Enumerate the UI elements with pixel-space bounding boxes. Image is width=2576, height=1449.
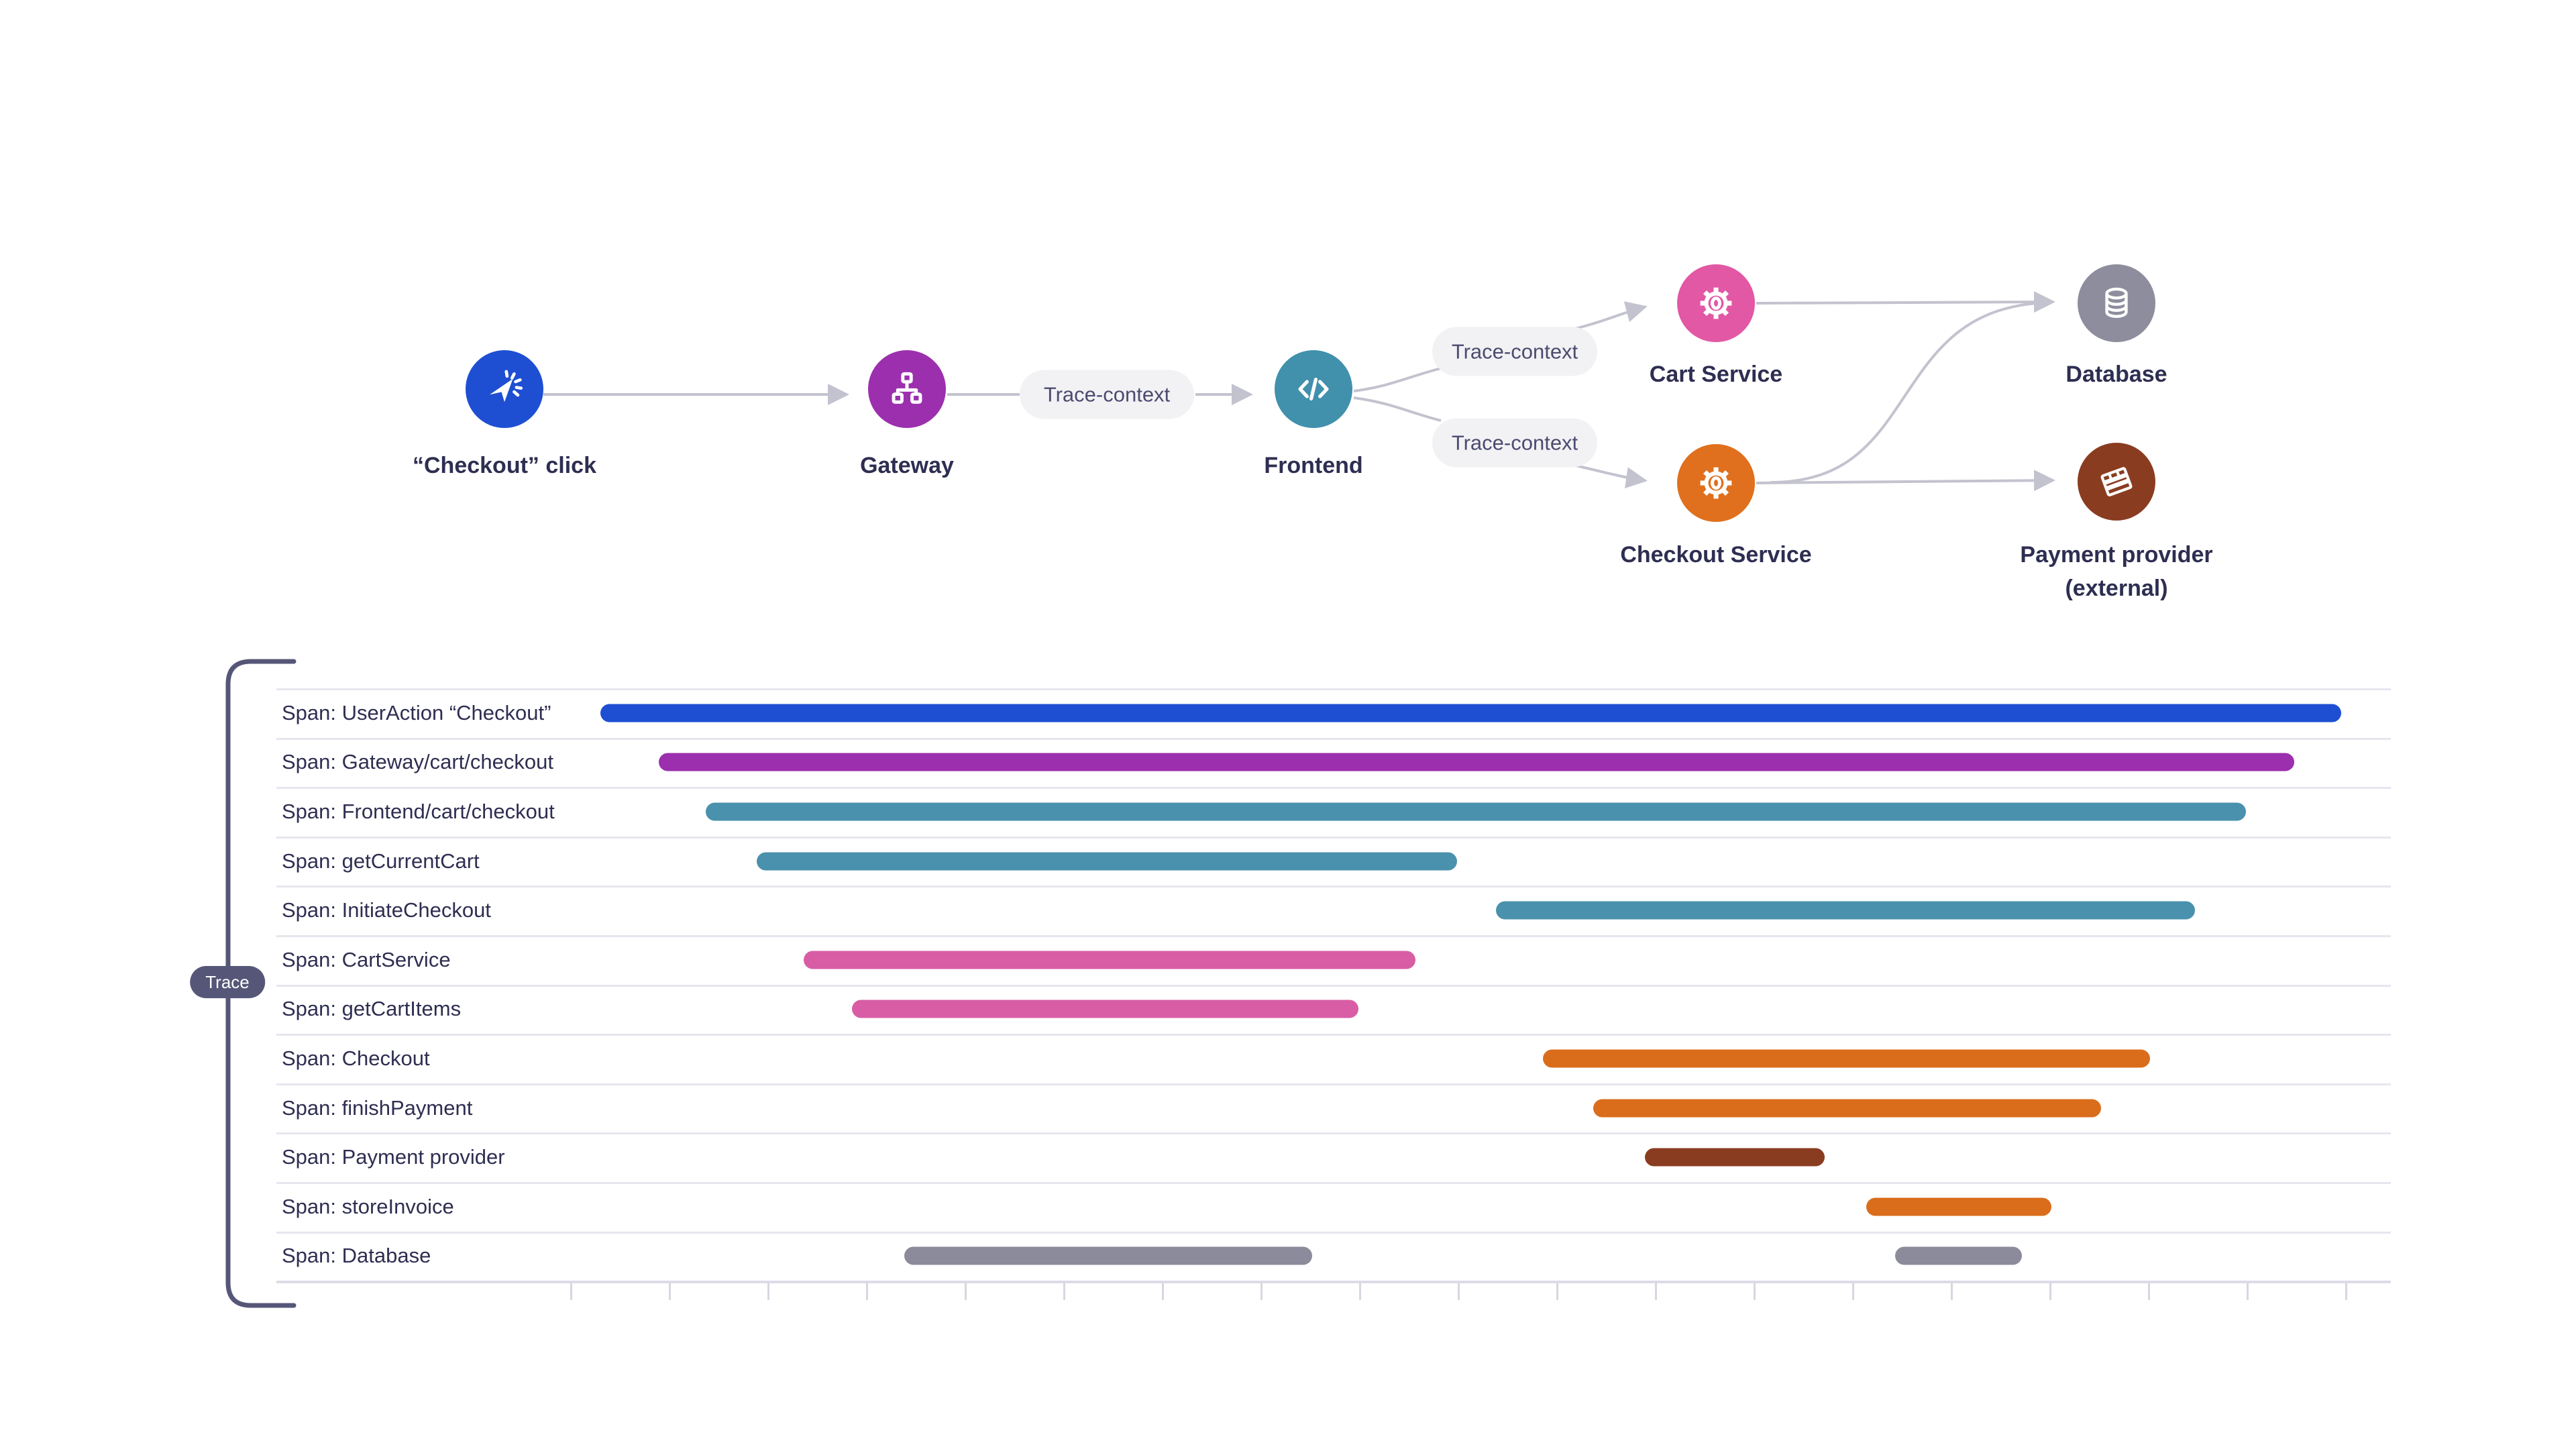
- span-bar: [1593, 1099, 2101, 1118]
- node-label-cart-service: Cart Service: [1650, 358, 1782, 391]
- edge-cart-service-to-database: [1756, 291, 2055, 313]
- node-gateway: [868, 350, 946, 428]
- span-bar: [1866, 1197, 2051, 1216]
- node-label-text: Database: [2065, 362, 2167, 387]
- gear-icon: [1700, 467, 1732, 499]
- chart-row-line: [276, 1231, 2391, 1234]
- node-label-database: Database: [2065, 358, 2167, 391]
- banknotes-icon: [2100, 467, 2133, 496]
- node-label-text: Frontend: [1264, 453, 1363, 478]
- edge-frontend-to-trace-context-3: [1353, 396, 1442, 422]
- edge-checkout-service-to-payment-provider: [1756, 470, 2055, 492]
- axis-tick: [1359, 1283, 1361, 1301]
- chart-baseline: [276, 1281, 2391, 1284]
- edge-checkout-service-to-database: [1770, 301, 2048, 484]
- axis-tick: [1754, 1283, 1756, 1301]
- span-bar: [1895, 1246, 2022, 1265]
- axis-tick: [965, 1283, 967, 1301]
- axis-tick: [1556, 1283, 1558, 1301]
- axis-tick: [1260, 1283, 1263, 1301]
- node-frontend: [1275, 350, 1352, 428]
- axis-tick: [1162, 1283, 1164, 1301]
- span-bar: [804, 951, 1415, 969]
- axis-tick: [2148, 1283, 2150, 1301]
- node-database: [2078, 264, 2155, 342]
- node-label-subtext: (external): [2065, 576, 2168, 601]
- chart-row-line: [276, 1132, 2391, 1135]
- span-label: Span: getCurrentCart: [282, 849, 480, 873]
- axis-tick: [2247, 1283, 2249, 1301]
- chart-row-line: [276, 688, 2391, 690]
- span-bar: [904, 1246, 1312, 1265]
- span-bar: [706, 802, 2246, 821]
- database-icon: [2105, 287, 2128, 318]
- chart-row-line: [276, 885, 2391, 888]
- chart-row-line: [276, 737, 2391, 740]
- axis-tick: [570, 1283, 572, 1301]
- span-label: Span: Database: [282, 1244, 431, 1268]
- span-bar: [1496, 901, 2195, 920]
- span-bar: [757, 852, 1457, 871]
- sitemap-icon: [892, 372, 922, 404]
- node-label-checkout-service: Checkout Service: [1620, 538, 1811, 572]
- node-cart-service: [1677, 264, 1755, 342]
- node-label-text: Payment provider: [2020, 542, 2213, 568]
- node-label-frontend: Frontend: [1264, 449, 1362, 482]
- axis-tick: [2049, 1283, 2051, 1301]
- span-label: Span: getCartItems: [282, 997, 462, 1021]
- span-label: Span: Checkout: [282, 1046, 430, 1070]
- pill-trace-context-3: Trace-context: [1432, 418, 1597, 468]
- span-bar: [1645, 1148, 1825, 1167]
- axis-tick: [1063, 1283, 1065, 1301]
- chart-row-line: [276, 836, 2391, 839]
- span-label: Span: finishPayment: [282, 1095, 473, 1120]
- node-label-text: Checkout Service: [1620, 542, 1812, 568]
- chart-row-line: [276, 1182, 2391, 1184]
- node-label-payment-provider: Payment provider (external): [2020, 538, 2212, 605]
- span-label: Span: InitiateCheckout: [282, 898, 491, 922]
- node-label-text: Gateway: [860, 453, 954, 478]
- axis-tick: [866, 1283, 868, 1301]
- trace-badge: Trace: [190, 966, 265, 998]
- gear-icon: [1700, 287, 1732, 319]
- pill-trace-context-1: Trace-context: [1020, 370, 1194, 419]
- span-label: Span: CartService: [282, 947, 451, 971]
- code-icon: [1298, 377, 1329, 401]
- node-payment-provider: [2078, 443, 2155, 521]
- node-label-text: “Checkout” click: [413, 453, 596, 478]
- chart-row-line: [276, 787, 2391, 790]
- span-bar: [600, 704, 2341, 722]
- span-bar: [1543, 1049, 2150, 1068]
- node-label-checkout-click: “Checkout” click: [413, 449, 596, 482]
- span-label: Span: UserAction “Checkout”: [282, 700, 551, 724]
- span-label: Span: storeInvoice: [282, 1194, 454, 1218]
- axis-tick: [1852, 1283, 1854, 1301]
- cursor-click-icon: [490, 370, 523, 402]
- node-label-text: Cart Service: [1649, 362, 1783, 387]
- span-label: Span: Payment provider: [282, 1145, 505, 1169]
- axis-tick: [767, 1283, 769, 1301]
- axis-tick: [2345, 1283, 2347, 1301]
- chart-row-line: [276, 984, 2391, 987]
- chart-row-line: [276, 1034, 2391, 1036]
- node-checkout-click: [466, 350, 543, 428]
- axis-tick: [1951, 1283, 1953, 1301]
- edge-frontend-to-trace-context-2: [1353, 367, 1442, 392]
- chart-row-line: [276, 935, 2391, 937]
- chart-row-line: [276, 1083, 2391, 1085]
- axis-tick: [669, 1283, 671, 1301]
- span-label: Span: Frontend/cart/checkout: [282, 800, 555, 823]
- pill-trace-context-2: Trace-context: [1432, 327, 1597, 376]
- axis-tick: [1655, 1283, 1657, 1301]
- span-label: Span: Gateway/cart/checkout: [282, 750, 553, 774]
- axis-tick: [1458, 1283, 1460, 1301]
- span-bar: [659, 753, 2294, 771]
- node-label-gateway: Gateway: [860, 449, 954, 482]
- span-bar: [852, 1000, 1358, 1018]
- node-checkout-service: [1677, 444, 1755, 522]
